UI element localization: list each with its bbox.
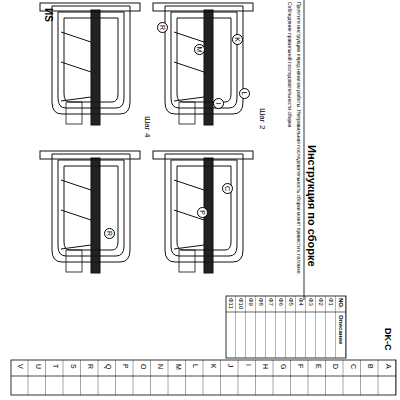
table-letter: U (34, 364, 42, 369)
table-letter: M (174, 364, 182, 370)
table-letter: K (209, 364, 217, 369)
table-letter: D (332, 364, 340, 369)
part-number: Ф11 (227, 298, 234, 309)
part-number: Ф3 (307, 298, 314, 306)
table-letter: A (384, 364, 392, 369)
table-letter: F (297, 364, 305, 368)
part-number: Ф8 (257, 298, 264, 306)
part-number: Ф2 (317, 298, 324, 306)
part-number: Ф4 (297, 298, 304, 306)
table-header: NO. (337, 298, 344, 309)
callout-letter: R (157, 22, 168, 33)
table-letter: I (244, 364, 252, 366)
table-header: Описание (337, 315, 344, 344)
part-number: Ф7 (267, 298, 274, 306)
callout-letter: K (232, 34, 243, 45)
table-letter: S (69, 364, 77, 369)
callout-letter: C (222, 183, 233, 194)
brand-mark: ИS (43, 8, 54, 22)
warning-note: Соблюдение правильной последовательности… (287, 2, 293, 129)
table-letter: C (349, 364, 357, 369)
part-number: Ф6 (277, 298, 284, 306)
table-letter: G (279, 364, 287, 369)
callout-letter: M (194, 44, 205, 55)
callout-letter: I (213, 98, 224, 109)
callout-letter: R (104, 228, 115, 239)
table-letter: B (367, 364, 375, 369)
table-letter: J (227, 364, 235, 368)
table-letter: H (262, 364, 270, 369)
table-letter: Q (104, 364, 112, 369)
warning-note: Прочтите инструкцию перед началом работы… (296, 2, 302, 275)
table-letter: E (314, 364, 322, 369)
callout-letter: L (239, 88, 250, 99)
part-number: Ф5 (287, 298, 294, 306)
step-caption: Шаг 2 (257, 108, 266, 129)
step-caption: Шаг 4 (142, 116, 151, 137)
part-number: Ф9 (247, 298, 254, 306)
table-letter: N (157, 364, 165, 369)
table-letter: O (139, 364, 147, 369)
table-letter: P (122, 364, 130, 369)
table-letter: V (17, 364, 25, 369)
page-title: Инструкция по сборке (306, 145, 318, 267)
table-letter: L (192, 364, 200, 368)
callout-letter: P (197, 207, 208, 218)
part-number: Ф10 (237, 298, 244, 309)
part-number: Ф1 (327, 298, 334, 306)
table-letter: R (87, 364, 95, 369)
model-code: DK-C (382, 328, 392, 351)
table-letter: T (52, 364, 60, 368)
